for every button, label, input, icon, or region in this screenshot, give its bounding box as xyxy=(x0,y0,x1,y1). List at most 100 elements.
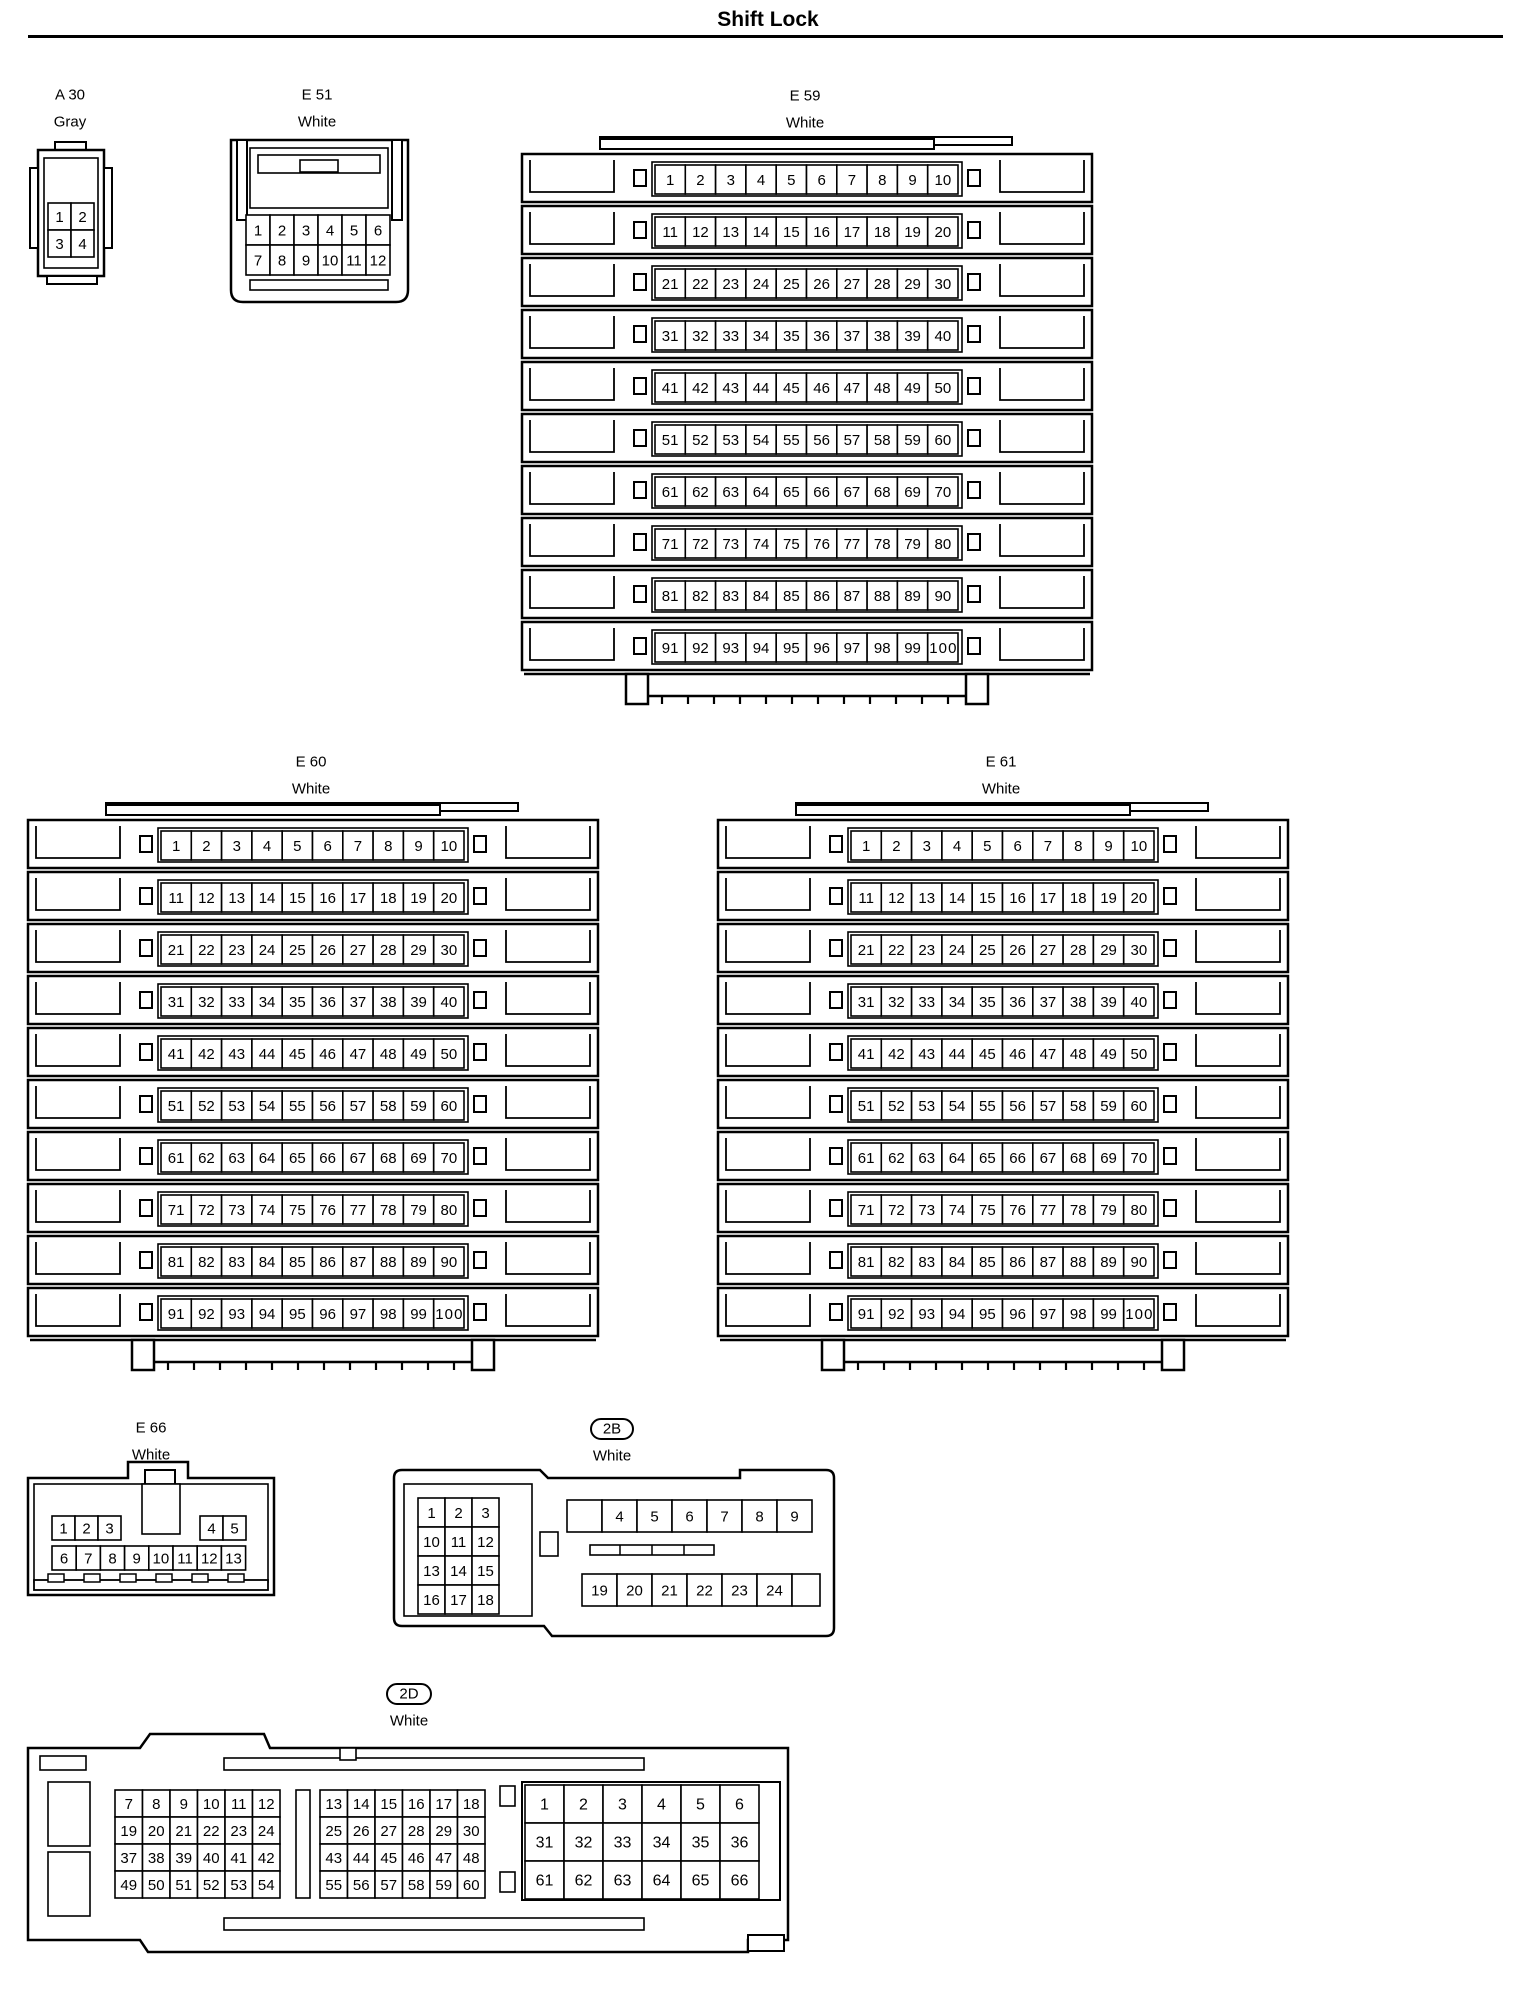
pin-number: 74 xyxy=(949,1202,966,1219)
pin-number: 17 xyxy=(450,1592,467,1609)
pin-number: 42 xyxy=(198,1046,215,1063)
pin-number: 31 xyxy=(662,328,679,345)
pin-cell xyxy=(866,580,899,611)
pin-number: 26 xyxy=(319,942,336,959)
pin-number: 30 xyxy=(1131,942,1148,959)
row-latch xyxy=(633,221,647,239)
pin-number: 29 xyxy=(410,942,427,959)
pin-number: 19 xyxy=(410,890,427,907)
pin-cell xyxy=(775,320,808,351)
pin-number: 3 xyxy=(727,172,735,189)
pin-cell xyxy=(1062,934,1095,965)
row-latch xyxy=(967,377,981,395)
pin-number: 3 xyxy=(55,236,63,253)
pin-number: 30 xyxy=(935,276,952,293)
bottom-foot xyxy=(820,1338,846,1372)
connector-color: White xyxy=(298,114,336,131)
pin-number: 89 xyxy=(410,1254,427,1271)
pin-cell xyxy=(714,320,747,351)
pin-number: 34 xyxy=(259,994,276,1011)
pin-number: 13 xyxy=(325,1796,342,1813)
pin-number: 40 xyxy=(203,1850,220,1867)
pin-number: 95 xyxy=(289,1306,306,1323)
pin-number: 1 xyxy=(862,838,870,855)
pin-number: 94 xyxy=(753,640,770,657)
pin-number: 99 xyxy=(1100,1306,1117,1323)
pin-number: 81 xyxy=(168,1254,185,1271)
pin-cell xyxy=(429,1870,459,1899)
pin-cell xyxy=(169,1789,199,1818)
pin-cell xyxy=(372,882,405,913)
pin-number: 58 xyxy=(408,1877,425,1894)
pin-number: 14 xyxy=(259,890,276,907)
pin-cell xyxy=(805,632,838,663)
row-latch xyxy=(473,887,487,905)
pin-number: 16 xyxy=(1009,890,1026,907)
pin-number: 8 xyxy=(278,253,286,270)
pin-cell xyxy=(896,268,929,299)
pin-number: 73 xyxy=(918,1202,935,1219)
pin-cell xyxy=(281,830,314,861)
pin-cell xyxy=(850,1194,883,1225)
pin-number: 54 xyxy=(753,432,770,449)
pin-cell xyxy=(1122,882,1155,913)
pin-number: 94 xyxy=(949,1306,966,1323)
pin-cell xyxy=(835,476,868,507)
pin-cell xyxy=(281,934,314,965)
pin-cell xyxy=(311,1038,344,1069)
pin-number: 85 xyxy=(289,1254,306,1271)
pin-number: 52 xyxy=(203,1877,220,1894)
pin-number: 40 xyxy=(1131,994,1148,1011)
pin-number: 57 xyxy=(350,1098,367,1115)
row-latch xyxy=(633,533,647,551)
pin-number: 9 xyxy=(908,172,916,189)
pin-cell xyxy=(1001,1038,1034,1069)
pin-number: 97 xyxy=(350,1306,367,1323)
pin-cell xyxy=(654,580,687,611)
pin-number: 48 xyxy=(463,1850,480,1867)
pin-number: 23 xyxy=(722,276,739,293)
pin-cell xyxy=(910,1142,943,1173)
pin-cell xyxy=(850,1142,883,1173)
pin-cell xyxy=(1062,830,1095,861)
pin-number: 28 xyxy=(874,276,891,293)
pin-number: 53 xyxy=(722,432,739,449)
pin-cell xyxy=(311,1090,344,1121)
pin-number: 11 xyxy=(168,890,184,907)
pin-cell xyxy=(805,372,838,403)
pin-cell xyxy=(190,1090,223,1121)
pin-number: 100 xyxy=(929,640,956,657)
pin-number: 1 xyxy=(427,1505,435,1522)
pin-cell xyxy=(190,1038,223,1069)
pin-number: 66 xyxy=(319,1150,336,1167)
pin-number: 8 xyxy=(878,172,886,189)
pin-cell xyxy=(745,528,778,559)
pin-cell xyxy=(706,1499,743,1533)
pin-number: 1 xyxy=(55,209,63,226)
pin-cell xyxy=(160,1038,193,1069)
pin-cell xyxy=(941,1090,974,1121)
pin-number: 8 xyxy=(755,1509,763,1526)
pin-number: 98 xyxy=(380,1306,397,1323)
pin-number: 6 xyxy=(1013,838,1021,855)
pin-cell xyxy=(926,632,959,663)
pin-cell xyxy=(341,934,374,965)
pin-number: 74 xyxy=(259,1202,276,1219)
pin-number: 10 xyxy=(935,172,952,189)
pin-cell xyxy=(926,476,959,507)
pin-cell xyxy=(910,986,943,1017)
pin-cell xyxy=(374,1789,404,1818)
pin-number: 73 xyxy=(722,536,739,553)
pin-number: 85 xyxy=(783,588,800,605)
pin-number: 66 xyxy=(1009,1150,1026,1167)
pin-number: 9 xyxy=(133,1551,141,1568)
pin-number: 11 xyxy=(858,890,874,907)
pin-number: 54 xyxy=(949,1098,966,1115)
pin-number: 12 xyxy=(477,1534,494,1551)
pin-number: 4 xyxy=(657,1797,666,1814)
